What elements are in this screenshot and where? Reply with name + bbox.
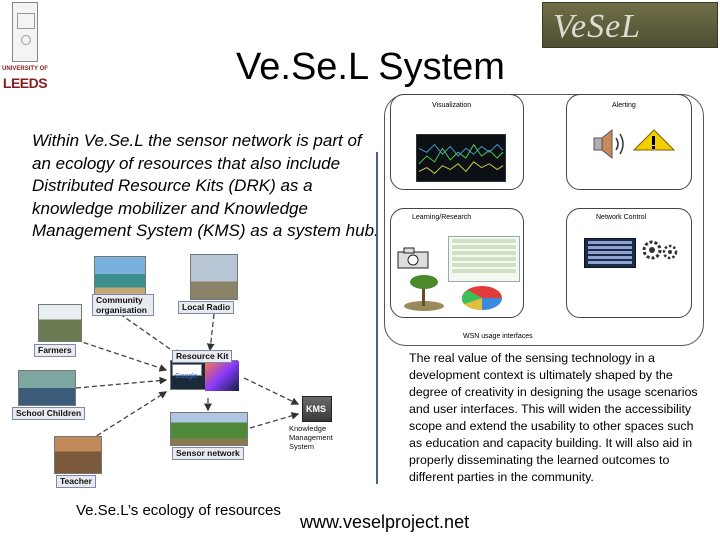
speaker-icon [593, 128, 624, 160]
vesel-logo: VeSeL [542, 2, 718, 48]
kms-server-icon: KMS [302, 396, 332, 422]
visualization-label: Visualization [432, 102, 472, 109]
resource-kit-label: Resource Kit [172, 350, 233, 363]
community-photo [94, 256, 146, 296]
gears-icon [642, 240, 678, 260]
wsn-label: WSN usage interfaces [463, 333, 533, 340]
radio-photo [190, 254, 238, 300]
spreadsheet-thumbnail [448, 236, 520, 282]
google-logo: Google [172, 364, 202, 380]
tree-icon [404, 275, 444, 311]
teacher-photo [54, 436, 102, 474]
community-label: Community organisation [92, 294, 154, 316]
learning-label: Learning/Research [412, 214, 472, 221]
intro-paragraph: Within Ve.Se.L the sensor network is par… [32, 131, 379, 240]
sensor-network-photo [170, 412, 248, 446]
farmers-label: Farmers [34, 344, 76, 357]
ecology-caption: Ve.Se.L’s ecology of resources [76, 502, 281, 519]
alerting-box [566, 94, 692, 190]
camera-icon [397, 247, 429, 269]
visualization-screenshot [416, 134, 506, 182]
warning-icon [632, 129, 676, 151]
divider-line [376, 152, 378, 484]
project-url[interactable]: www.veselproject.net [300, 512, 470, 532]
school-children-photo [18, 370, 76, 406]
real-value-paragraph: The real value of the sensing technology… [409, 351, 698, 484]
sensor-network-label: Sensor network [172, 447, 244, 460]
leeds-logo-university: UNIVERSITY OF [2, 66, 48, 72]
network-control-screenshot [584, 238, 636, 268]
google-text: Google [175, 373, 198, 380]
pie-chart-icon [461, 286, 502, 311]
vesel-logo-text: VeSeL [553, 8, 642, 45]
kms-description: Knowledge Management System [289, 424, 333, 451]
kms-text: KMS [306, 404, 326, 414]
leeds-logo-word: LEEDS [2, 75, 48, 91]
alerting-label: Alerting [612, 102, 636, 109]
radio-label: Local Radio [178, 301, 235, 314]
slide-title: Ve.Se.L System [236, 46, 505, 88]
farmers-photo [38, 304, 82, 342]
teacher-label: Teacher [56, 475, 96, 488]
school-children-label: School Children [12, 407, 86, 420]
leeds-logo: UNIVERSITY OF LEEDS [2, 2, 48, 92]
network-control-label: Network Control [596, 214, 647, 221]
leeds-tower-icon [12, 2, 38, 62]
